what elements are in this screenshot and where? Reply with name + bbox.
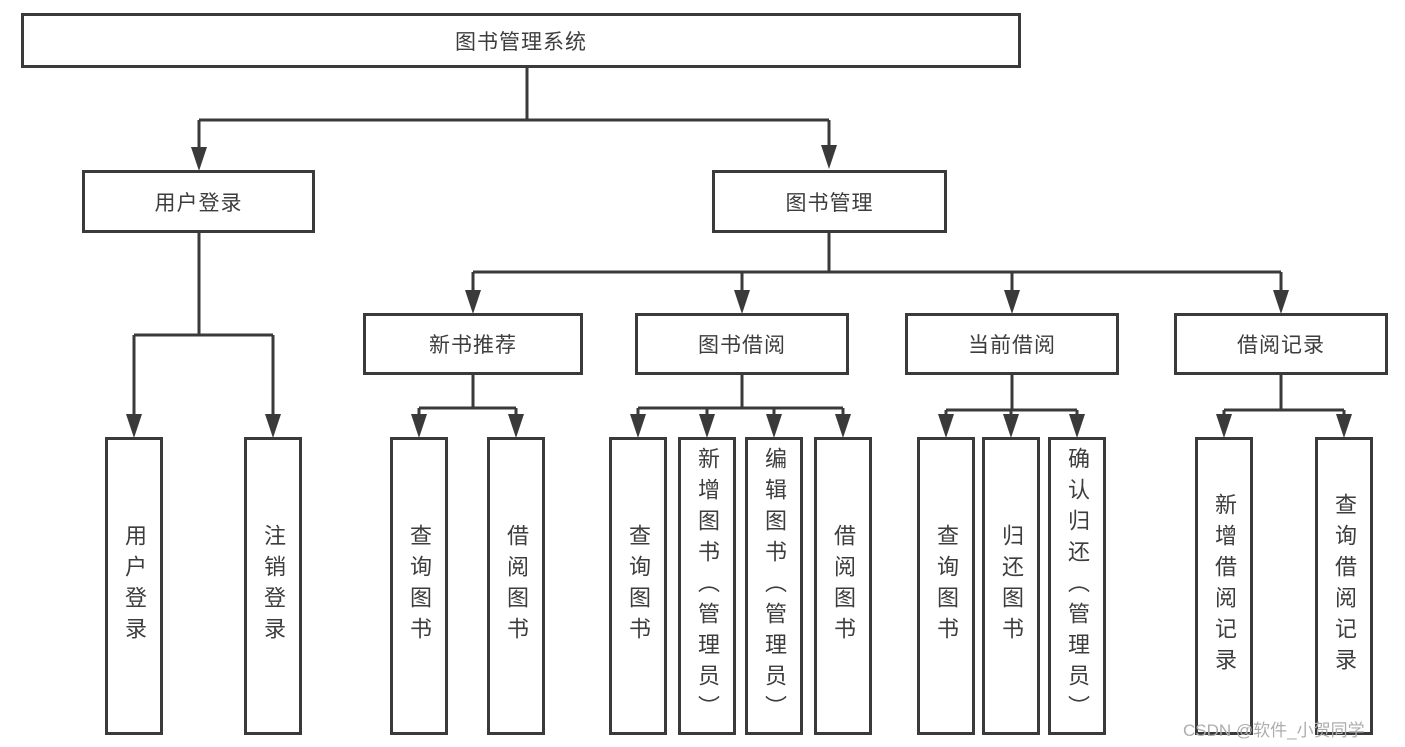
node-book-borrow-label: 图书借阅 [698,334,786,357]
leaf-edit-book-admin: 编辑图书（管理员） [745,437,803,735]
leaf-return-book-label: 归还图书 [999,524,1024,648]
leaf-confirm-return-admin: 确认归还（管理员） [1048,437,1106,735]
leaf-query-book-borrow: 查询图书 [609,437,667,735]
leaf-query-book-current: 查询图书 [917,437,975,735]
leaf-add-borrow-record: 新增借阅记录 [1195,437,1253,735]
leaf-add-book-admin: 新增图书（管理员） [678,437,736,735]
leaf-logout-label: 注销登录 [261,524,286,648]
leaf-borrow-book-recommend-label: 借阅图书 [504,524,529,648]
leaf-borrow-book: 借阅图书 [814,437,872,735]
leaf-add-borrow-record-label: 新增借阅记录 [1212,493,1237,679]
node-current-borrow-label: 当前借阅 [968,334,1056,357]
node-user-login: 用户登录 [82,170,315,233]
node-new-book-recommend: 新书推荐 [363,313,583,375]
node-book-borrow: 图书借阅 [635,313,849,375]
node-book-management: 图书管理 [712,170,947,233]
node-borrow-records: 借阅记录 [1174,313,1388,375]
leaf-query-book-borrow-label: 查询图书 [626,524,651,648]
leaf-user-login-label: 用户登录 [122,524,147,648]
leaf-borrow-book-label: 借阅图书 [831,524,856,648]
node-borrow-records-label: 借阅记录 [1237,334,1325,357]
node-book-management-label: 图书管理 [785,191,874,215]
csdn-watermark: CSDN @软件_小贺同学 [1183,721,1365,740]
leaf-confirm-return-admin-label: 确认归还（管理员） [1065,446,1090,726]
leaf-query-book-current-label: 查询图书 [934,524,959,648]
leaf-edit-book-admin-label: 编辑图书（管理员） [762,446,787,726]
leaf-query-borrow-record: 查询借阅记录 [1315,437,1373,735]
leaf-query-book-recommend: 查询图书 [390,437,448,735]
node-new-book-recommend-label: 新书推荐 [429,334,517,357]
leaf-query-borrow-record-label: 查询借阅记录 [1332,493,1357,679]
node-root: 图书管理系统 [21,13,1021,68]
leaf-borrow-book-recommend: 借阅图书 [487,437,545,735]
leaf-logout: 注销登录 [244,437,302,735]
leaf-return-book: 归还图书 [982,437,1040,735]
leaf-query-book-recommend-label: 查询图书 [407,524,432,648]
leaf-user-login: 用户登录 [105,437,163,735]
leaf-add-book-admin-label: 新增图书（管理员） [695,446,720,726]
node-user-login-label: 用户登录 [154,191,243,215]
node-root-label: 图书管理系统 [455,30,587,54]
node-current-borrow: 当前借阅 [905,313,1119,375]
